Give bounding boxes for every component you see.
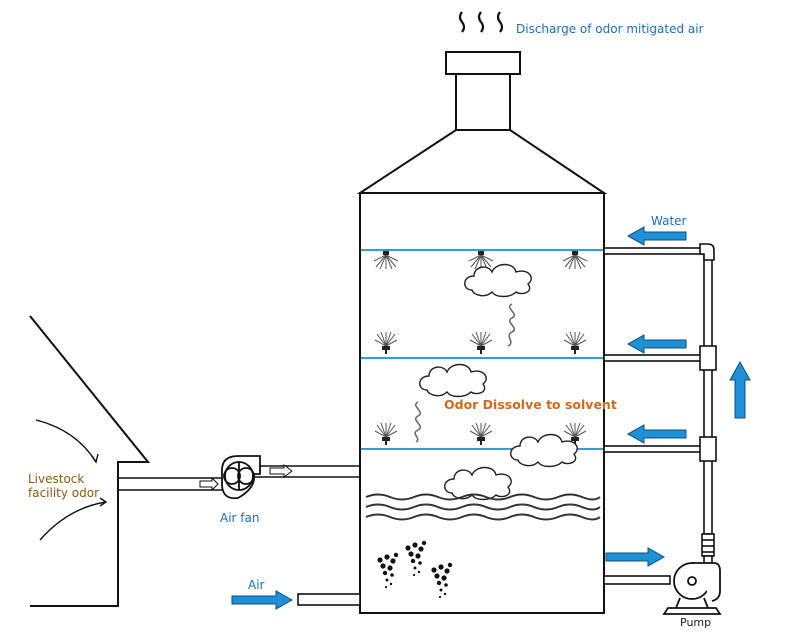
livestock-label-line1: Livestock [28,472,85,486]
discharge-fumes-icon [458,11,504,33]
water-label: Water [651,214,687,228]
odor-wisp-icon [414,303,515,443]
water-arrow-icon [626,334,687,354]
pump-icon [662,562,722,615]
odor-dissolve-label: Odor Dissolve to solvent [444,397,617,412]
liquid-waves [365,493,601,521]
drain-arrow-icon [605,547,666,567]
pump-label: Pump [680,616,712,629]
odor-flow-arrows [35,419,108,541]
water-pipes [603,243,717,585]
air-label: Air [248,578,265,592]
scrubber-tower [359,192,605,614]
discharge-label: Discharge of odor mitigated air [516,22,704,36]
water-arrow-icon [626,424,687,444]
air-inlet-pipe [297,593,361,606]
chimney [356,51,608,194]
air-inlet-arrow-icon [231,590,294,610]
livestock-label-line2: facility odor [28,486,100,500]
duct-flow-arrow-icon [199,464,293,492]
air-fan-label: Air fan [220,511,260,525]
blue-flow-arrows [231,226,751,610]
livestock-building [29,315,151,607]
air-duct [118,465,360,491]
water-arrow-icon [626,226,687,246]
upflow-arrow-icon [729,360,751,419]
air-fan-icon [221,455,261,500]
